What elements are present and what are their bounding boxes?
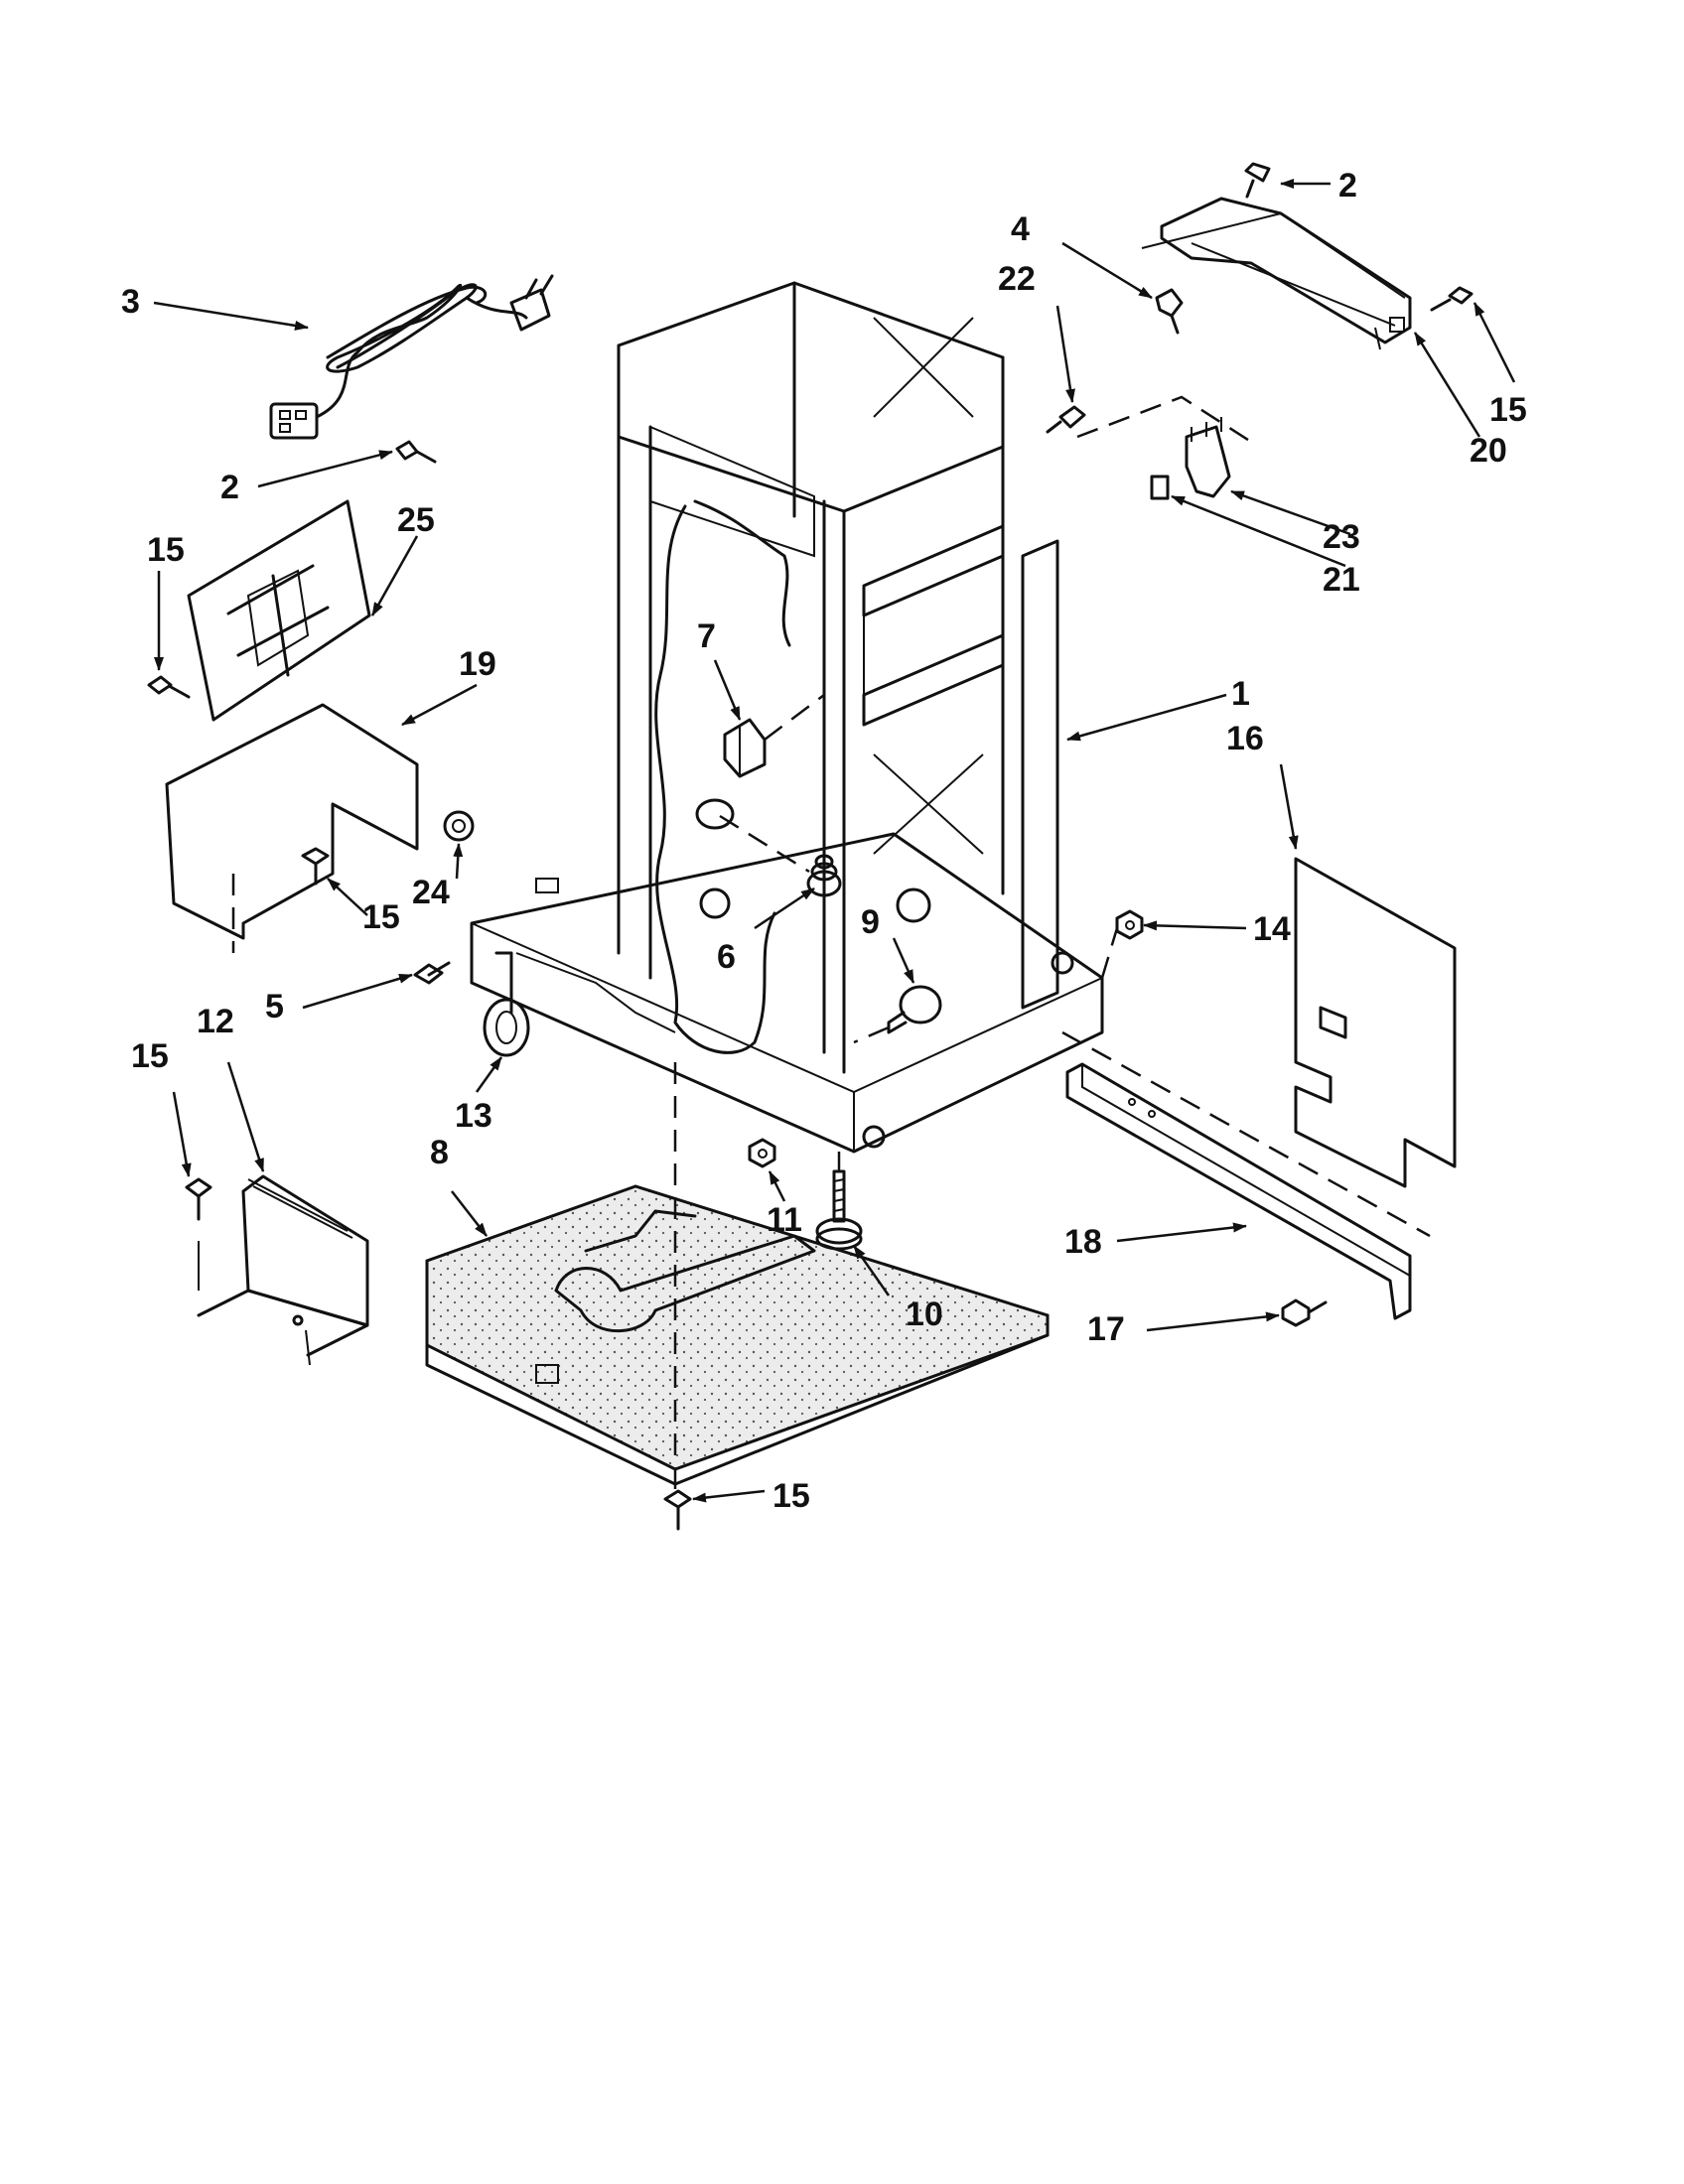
power-cord-part <box>269 274 554 440</box>
caster-wheel-part <box>483 951 530 1057</box>
grommet-part <box>695 798 842 897</box>
side-panel-part <box>1294 857 1457 1188</box>
connector-part <box>723 694 825 778</box>
screw-15-shield-part <box>301 847 330 886</box>
callout-labels: 1 2 2 3 4 5 6 7 8 9 10 11 12 13 14 15 15… <box>121 167 1527 1515</box>
callout-19: 19 <box>459 645 496 683</box>
screw-15-right-part <box>1430 286 1474 312</box>
callout-9: 9 <box>861 903 880 941</box>
callout-17: 17 <box>1087 1310 1125 1348</box>
callout-7: 7 <box>697 617 716 655</box>
leader-lines <box>153 179 1516 1503</box>
callout-16: 16 <box>1226 720 1264 757</box>
nut-14-part <box>1100 909 1144 979</box>
callout-21: 21 <box>1323 561 1360 599</box>
callout-15-bracket: 15 <box>131 1037 169 1075</box>
callout-1: 1 <box>1231 675 1250 713</box>
screw-15-bracket-part <box>185 1177 212 1291</box>
callout-15-shield: 15 <box>362 898 400 936</box>
side-shield-part <box>165 703 475 953</box>
screw-15-left-part <box>147 675 191 699</box>
callout-15-left: 15 <box>147 531 185 569</box>
screw-2-top-part <box>1244 162 1271 199</box>
callout-2-left: 2 <box>220 469 239 506</box>
callout-2-top: 2 <box>1338 167 1357 205</box>
callout-4: 4 <box>1011 210 1030 248</box>
screw-5-part <box>413 961 451 985</box>
switch-part <box>853 985 942 1044</box>
callout-24: 24 <box>412 874 450 911</box>
screw-17-part <box>1281 1298 1328 1327</box>
callout-3: 3 <box>121 283 140 321</box>
callout-18: 18 <box>1064 1223 1102 1261</box>
terminal-switch-part <box>1076 395 1252 500</box>
callout-10: 10 <box>906 1296 943 1333</box>
callout-20: 20 <box>1470 432 1507 470</box>
clip-4-part <box>1155 288 1184 335</box>
callout-13: 13 <box>455 1097 492 1135</box>
callout-14: 14 <box>1253 910 1291 948</box>
back-plate-part <box>187 499 371 722</box>
callout-11: 11 <box>767 1201 802 1239</box>
callout-8: 8 <box>430 1134 449 1171</box>
callout-12: 12 <box>197 1003 234 1040</box>
callout-22: 22 <box>998 260 1036 298</box>
rail-part <box>1061 1030 1431 1320</box>
screw-15-bottom-part <box>663 1489 692 1531</box>
callout-6: 6 <box>717 938 736 976</box>
screw-22-part <box>1046 405 1086 434</box>
nut-11-part <box>748 1138 776 1168</box>
main-frame-part <box>470 281 1104 1154</box>
top-bracket-part <box>1141 197 1412 350</box>
leveling-leg-part <box>815 1152 863 1251</box>
callout-23: 23 <box>1323 518 1360 556</box>
callout-15-bottom: 15 <box>772 1477 810 1515</box>
shield-bracket-part <box>197 1174 369 1366</box>
screw-2-left-part <box>395 440 437 464</box>
callout-25: 25 <box>397 501 435 539</box>
callout-5: 5 <box>265 988 284 1025</box>
base-pan-part <box>425 1062 1050 1489</box>
callout-15-right: 15 <box>1489 391 1527 429</box>
